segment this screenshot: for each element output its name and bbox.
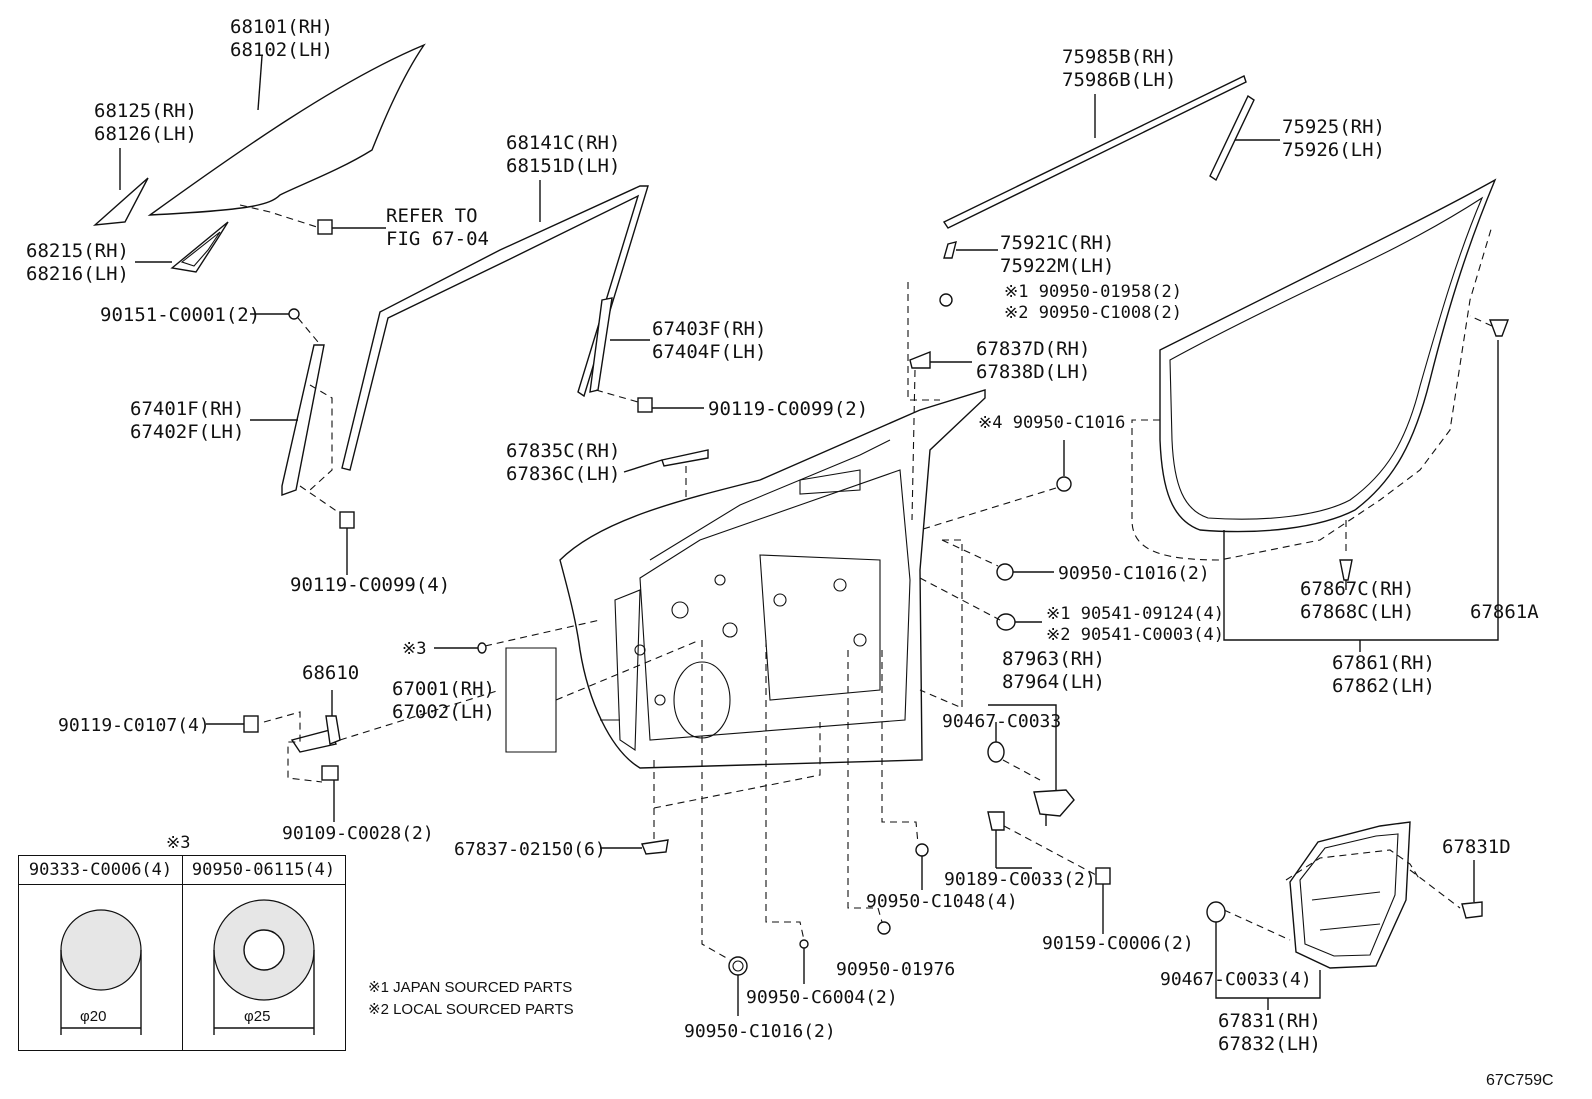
- screw-90151: [250, 308, 319, 343]
- diagram-code: 67C759C: [1486, 1072, 1554, 1089]
- clip-90467: [987, 722, 1005, 763]
- clip-67837-02150: [600, 722, 821, 855]
- label-90467-4: 90467-C0033(4): [1160, 969, 1312, 990]
- label-67837d: 67837D(RH) 67838D(LH): [976, 338, 1091, 383]
- label-90119-2: 90119-C0099(2): [708, 398, 869, 420]
- bolt-90119-2: [637, 397, 704, 413]
- legend-col2-part: 90950-06115(4): [182, 856, 345, 885]
- nut-90541: [919, 539, 1042, 709]
- label-67837-02150: 67837-02150(6): [454, 839, 606, 860]
- label-68215: 68215(RH) 68216(LH): [26, 240, 129, 285]
- legend-title: ※3: [166, 833, 191, 853]
- label-90159: 90159-C0006(2): [1042, 933, 1194, 954]
- service-cover-67831: [1215, 821, 1461, 1010]
- legend-col2-dim: φ25: [244, 1008, 271, 1025]
- clip-67861a: [1469, 315, 1510, 337]
- clip-90189: [987, 811, 1099, 877]
- glass-bolt: [317, 219, 386, 235]
- label-refer-fig: REFER TO FIG 67-04: [386, 205, 489, 250]
- note-japan-sourced: ※1 JAPAN SOURCED PARTS: [368, 979, 573, 996]
- label-90950-c1016-b: 90950-C1016(2): [684, 1021, 836, 1042]
- quarter-glass: [92, 148, 149, 226]
- plug-90950-c1016-b: [701, 640, 748, 1016]
- hole-plug-star3: [434, 642, 487, 654]
- clip-90467-4: [1206, 901, 1226, 923]
- label-67001: 67001(RH) 67002(LH): [392, 678, 495, 723]
- weatherstrip-67861: [1131, 178, 1499, 652]
- label-67835: 67835C(RH) 67836C(LH): [506, 440, 621, 485]
- bolt-90119-c0107: [206, 715, 259, 733]
- label-75925: 75925(RH) 75926(LH): [1282, 116, 1385, 161]
- bolt-90119-4: [339, 511, 355, 575]
- plug-90950-c1048: [881, 650, 929, 890]
- bolt-90159: [1095, 867, 1111, 934]
- label-68101: 68101(RH) 68102(LH): [230, 16, 333, 61]
- legend-col1-part: 90333-C0006(4): [19, 856, 183, 885]
- glass-bolt-leader: [239, 204, 321, 229]
- label-90541: ※1 90541-09124(4) ※2 90541-C0003(4): [1046, 604, 1225, 645]
- label-87963: 87963(RH) 87964(LH): [1002, 648, 1105, 693]
- molding-75985: [942, 75, 1247, 229]
- label-67403: 67403F(RH) 67404F(LH): [652, 318, 767, 363]
- label-90119-c0107: 90119-C0107(4): [58, 715, 210, 736]
- run-channel-68141: [341, 180, 649, 471]
- label-67867: 67867C(RH) 67868C(LH): [1300, 578, 1415, 623]
- label-90950-c1016-2: 90950-C1016(2): [1058, 563, 1210, 584]
- label-67861: 67861(RH) 67862(LH): [1332, 652, 1435, 697]
- clip-67831d: [1461, 860, 1483, 919]
- label-90467: 90467-C0033: [942, 711, 1062, 732]
- label-75921: 75921C(RH) 75922M(LH): [1000, 232, 1115, 277]
- label-90109: 90109-C0028(2): [282, 823, 434, 844]
- clip-75921: [943, 241, 998, 259]
- label-90950-c1016-4: ※4 90950-C1016: [978, 413, 1126, 433]
- glass-seal-68215: [135, 221, 229, 273]
- label-90151: 90151-C0001(2): [100, 304, 261, 326]
- legend-table: 90333-C0006(4) 90950-06115(4): [18, 855, 346, 1051]
- molding-75925: [1209, 94, 1280, 182]
- label-68125: 68125(RH) 68126(LH): [94, 100, 197, 145]
- legend-divider: [182, 884, 183, 1050]
- door-panel-67001: [559, 389, 986, 769]
- label-90950-c1048: 90950-C1048(4): [866, 891, 1018, 912]
- clip-90950-01958: [907, 282, 953, 401]
- division-bar-67401: [250, 344, 339, 513]
- bolt-90109: [321, 765, 339, 822]
- hinge-68610: [263, 689, 501, 783]
- legend-washer-drawings: [60, 899, 315, 1035]
- door-bracket-leader: [484, 619, 701, 753]
- clip-67837d: [909, 350, 972, 521]
- plug-90950-01976: [847, 650, 891, 935]
- label-90950-01976: 90950-01976: [836, 959, 956, 980]
- plug-90950-c1016-2: [941, 539, 1054, 581]
- label-68141: 68141C(RH) 68151D(LH): [506, 132, 621, 177]
- bracket-87963: [988, 704, 1075, 826]
- plug-90950-c6004: [765, 640, 809, 984]
- label-90189: 90189-C0033(2): [944, 869, 1096, 890]
- label-90950-01958: ※1 90950-01958(2) ※2 90950-C1008(2): [1004, 282, 1183, 323]
- label-90119-4: 90119-C0099(4): [290, 574, 451, 596]
- label-67401: 67401F(RH) 67402F(LH): [130, 398, 245, 443]
- label-90950-c6004: 90950-C6004(2): [746, 987, 898, 1008]
- label-67831: 67831(RH) 67832(LH): [1218, 1010, 1321, 1055]
- note-local-sourced: ※2 LOCAL SOURCED PARTS: [368, 1001, 574, 1018]
- label-68610: 68610: [302, 662, 360, 684]
- label-75985: 75985B(RH) 75986B(LH): [1062, 46, 1177, 91]
- door-glass: [147, 43, 426, 216]
- label-star3: ※3: [402, 639, 427, 659]
- plug-90950-c1016-4: [919, 440, 1072, 531]
- legend-col1-dim: φ20: [80, 1008, 107, 1025]
- run-channel-67403: [589, 297, 650, 403]
- label-67861a: 67861A: [1470, 601, 1539, 623]
- label-67831d: 67831D: [1442, 836, 1511, 858]
- clip-67867: [1339, 520, 1353, 590]
